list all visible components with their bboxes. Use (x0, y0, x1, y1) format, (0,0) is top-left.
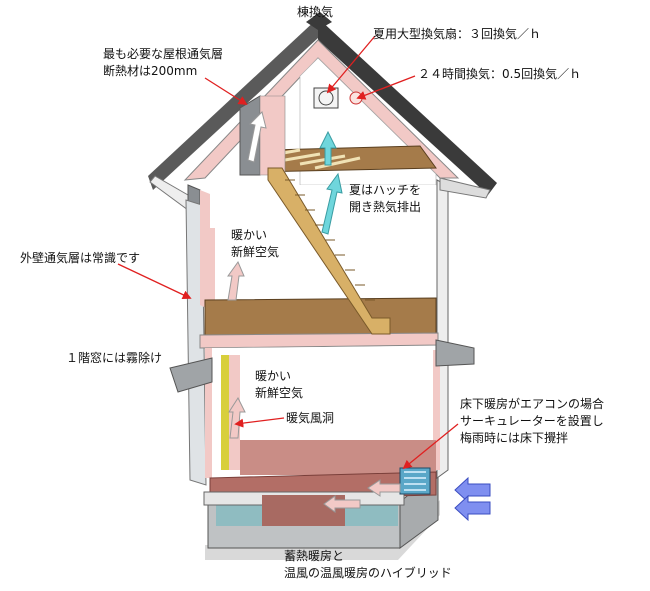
label-roof-vent-layer: 最も必要な屋根通気層 断熱材は200mm (103, 46, 223, 80)
label-roof-vent-layer-line1: 最も必要な屋根通気層 (103, 47, 224, 61)
first-floor-room (210, 346, 436, 442)
label-hatch: 夏はハッチを 開き熱気排出 (349, 182, 421, 216)
label-bottom-caption: 蓄熱暖房と 温風の温風暖房のハイブリッド (284, 548, 452, 582)
airflow-arrow-attic (247, 111, 267, 163)
label-first-floor-window: １階窓には霧除け (66, 351, 163, 365)
roof-right (318, 18, 497, 195)
stair-steps (285, 179, 375, 301)
label-warm-air-lower-line2: 新鮮空気 (255, 386, 304, 400)
intake-arrow-1 (454, 476, 491, 504)
ridge-vent-cap (306, 12, 332, 30)
label-24h-vent: ２４時間換気：0.5回換気／ｈ (418, 67, 582, 81)
label-ridge-vent: 棟換気 (297, 5, 334, 19)
label-underfloor: 床下暖房がエアコンの場合 サーキュレーターを設置し 梅雨時には床下攪拌 (460, 396, 604, 447)
underfloor-slab (262, 495, 345, 526)
label-summer-fan: 夏用大型換気扇：３回換気／ｈ (373, 27, 542, 41)
attic-left-pink (259, 95, 286, 176)
hatch-arrow-1 (319, 130, 337, 166)
callout-fan (326, 35, 376, 94)
callout-roof (204, 77, 248, 105)
callout-duct (234, 417, 285, 428)
mid-canopy-right (435, 339, 475, 367)
label-roof-vent-layer-line2: 断熱材は200mm (103, 64, 198, 78)
staircase (267, 167, 391, 335)
label-warm-air-upper: 暖かい 新鮮空気 (231, 227, 279, 261)
label-underfloor-line3: 梅雨時には床下攪拌 (460, 431, 569, 445)
roof-left (148, 18, 318, 190)
callout-24h (356, 75, 416, 100)
underfloor-top (240, 440, 436, 475)
label-warm-air-lower-line1: 暖かい (255, 369, 292, 383)
intake-arrow-2 (454, 494, 491, 522)
label-underfloor-line1: 床下暖房がエアコンの場合 (460, 397, 605, 411)
label-warm-air-lower: 暖かい 新鮮空気 (255, 368, 303, 402)
middle-floor (204, 297, 437, 339)
soffit-left (149, 175, 189, 211)
attic-slats (271, 148, 361, 170)
label-warm-air-upper-line2: 新鮮空気 (231, 245, 280, 259)
label-warm-air-upper-line1: 暖かい (231, 228, 268, 242)
circulator-grille (404, 471, 426, 491)
middle-floor-front (199, 332, 439, 349)
window-canopy (169, 357, 213, 393)
callout-underfloor (402, 423, 459, 470)
label-wall-vent-layer: 外壁通気層は常識です (20, 251, 141, 265)
soffit-right (439, 177, 491, 199)
label-hatch-line1: 夏はハッチを (349, 183, 422, 197)
summer-fan-blade (318, 90, 334, 106)
airflow-arrow-1f (228, 396, 246, 439)
label-warm-air-duct: 暖気風洞 (286, 411, 335, 425)
label-underfloor-line2: サーキュレーターを設置し (460, 414, 604, 428)
label-hatch-line2: 開き熱気排出 (349, 200, 422, 214)
vent-24h-icon (349, 91, 363, 105)
warm-air-duct (221, 355, 229, 470)
callout-wall (117, 263, 192, 300)
label-bottom-caption-line2: 温風の温風暖房のハイブリッド (284, 566, 452, 580)
hatch-arrow-2 (321, 172, 343, 235)
label-bottom-caption-line1: 蓄熱暖房と (284, 549, 345, 563)
airflow-arrows-underfloor (323, 479, 401, 513)
airflow-arrow-2f (227, 260, 245, 301)
